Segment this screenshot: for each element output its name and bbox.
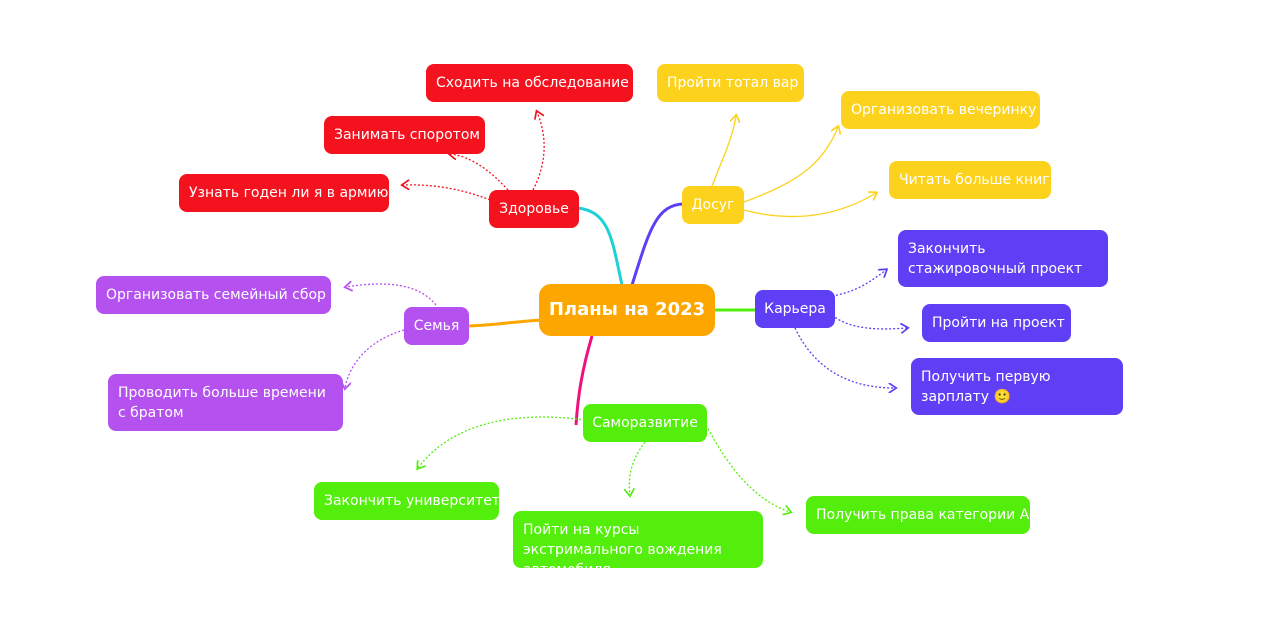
link-health-2	[450, 154, 509, 191]
link-leisure-3	[743, 193, 876, 218]
link-growth-3	[705, 424, 790, 512]
career-item-project[interactable]: Пройти на проект	[922, 304, 1071, 342]
link-health-3	[403, 185, 491, 201]
growth-item-driving[interactable]: Пойти на курсы экстримального вождения а…	[513, 511, 763, 578]
career-item-salary[interactable]: Получить первую зарплату 🙂	[911, 358, 1123, 415]
branch-career[interactable]: Карьера	[755, 290, 835, 328]
link-center-family	[467, 318, 543, 328]
link-career-2	[831, 314, 907, 329]
link-center-growth	[574, 335, 594, 426]
link-growth-2	[629, 441, 646, 495]
health-item-sport[interactable]: Занимать споротом	[324, 116, 485, 154]
family-item-brother[interactable]: Проводить больше времени с братом	[108, 374, 343, 431]
link-growth-1	[418, 416, 586, 468]
branch-health[interactable]: Здоровье	[489, 190, 579, 228]
branch-growth[interactable]: Саморазвитие	[583, 404, 707, 442]
link-career-3	[794, 327, 895, 388]
leisure-item-books[interactable]: Читать больше книг	[889, 161, 1051, 199]
health-item-army[interactable]: Узнать годен ли я в армию	[179, 174, 389, 212]
branch-leisure[interactable]: Досуг	[682, 186, 744, 224]
link-family-1	[346, 284, 437, 306]
link-center-leisure	[630, 202, 684, 286]
branch-family[interactable]: Семья	[404, 307, 469, 345]
health-item-checkup[interactable]: Сходить на обследование	[426, 64, 633, 102]
link-leisure-1	[711, 116, 736, 187]
link-career-1	[831, 270, 886, 297]
family-item-gathering[interactable]: Организовать семейный сбор	[96, 276, 331, 314]
link-leisure-2	[743, 127, 838, 203]
link-center-health	[577, 206, 624, 286]
link-family-2	[345, 329, 405, 388]
growth-item-university[interactable]: Закончить университет	[314, 482, 500, 520]
career-item-internship[interactable]: Закончить стажировочный проект	[898, 230, 1108, 287]
growth-item-license[interactable]: Получить права категории А	[806, 496, 1030, 534]
leisure-item-party[interactable]: Организовать вечеринку	[841, 91, 1040, 129]
center-node[interactable]: Планы на 2023	[539, 284, 715, 336]
link-health-1	[532, 112, 545, 191]
leisure-item-totalwar[interactable]: Пройти тотал вар	[657, 64, 804, 102]
